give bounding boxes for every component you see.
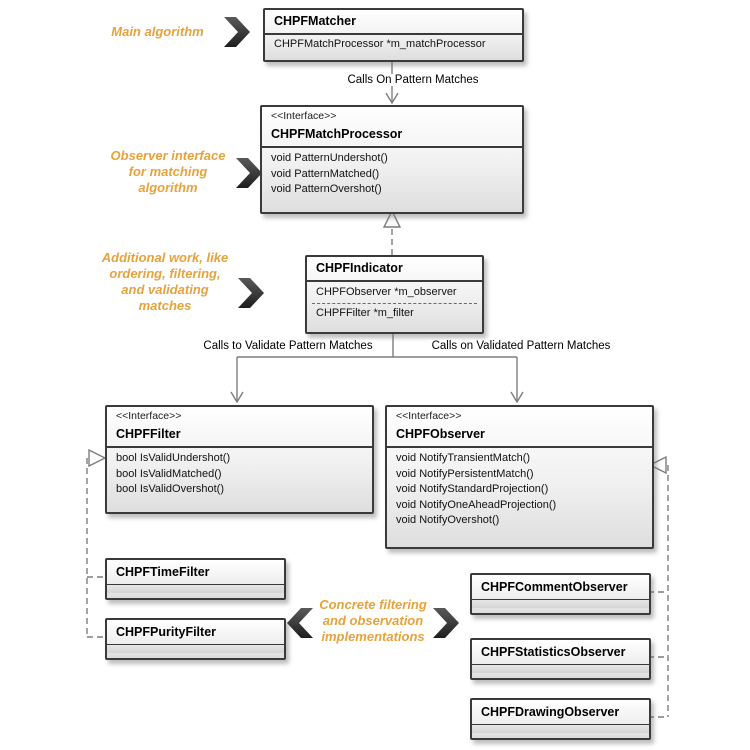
method-row: void NotifyOvershot() xyxy=(396,514,500,526)
class-name: CHPFStatisticsObserver xyxy=(481,645,626,659)
method-row: bool IsValidUndershot() xyxy=(116,452,231,464)
class-name: CHPFDrawingObserver xyxy=(481,705,620,719)
method-row: void NotifyStandardProjection() xyxy=(396,483,549,495)
edge-filters-realize-filter xyxy=(86,448,107,638)
edge-label-calls-to-validate: Calls to Validate Pattern Matches xyxy=(200,340,376,352)
empty-compartment xyxy=(107,584,284,593)
chevron-right-icon xyxy=(236,158,262,188)
stereotype-label: <<Interface>> xyxy=(116,410,182,422)
note-concrete-implementations: Concrete filtering and observation imple… xyxy=(319,597,427,644)
chevron-left-icon xyxy=(287,608,313,638)
class-box-chpfcommentobserver: CHPFCommentObserver xyxy=(470,573,651,615)
edge-observers-realize-observer xyxy=(648,455,669,718)
method-row: void PatternUndershot() xyxy=(271,152,388,164)
empty-compartment xyxy=(107,644,284,653)
class-name: CHPFMatcher xyxy=(274,14,356,28)
note-main-algorithm: Main algorithm xyxy=(111,24,204,39)
member-row: CHPFObserver *m_observer xyxy=(316,286,457,298)
empty-compartment xyxy=(472,664,649,673)
method-row: bool IsValidOvershot() xyxy=(116,483,225,495)
member-divider xyxy=(312,302,477,304)
class-name: CHPFPurityFilter xyxy=(116,625,217,639)
edge-indicator-realizes-processor xyxy=(382,209,402,255)
class-box-chpfpurityfilter: CHPFPurityFilter xyxy=(105,618,286,660)
class-box-chpfstatisticsobserver: CHPFStatisticsObserver xyxy=(470,638,651,680)
method-row: void NotifyOneAheadProjection() xyxy=(396,498,557,511)
edge-indicator-branches xyxy=(230,330,524,404)
class-name: CHPFMatchProcessor xyxy=(271,127,403,141)
stereotype-label: <<Interface>> xyxy=(271,110,337,122)
chevron-right-icon xyxy=(238,278,264,308)
note-additional-work: Additional work, like ordering, filterin… xyxy=(101,250,229,313)
class-box-chpfmatchprocessor: <<Interface>> CHPFMatchProcessor void Pa… xyxy=(260,105,524,214)
empty-compartment xyxy=(472,724,649,733)
method-row: void PatternMatched() xyxy=(271,167,380,180)
edge-label-calls-on-validated: Calls on Validated Pattern Matches xyxy=(428,340,614,352)
class-name: CHPFIndicator xyxy=(316,261,403,275)
class-name: CHPFFilter xyxy=(116,427,181,441)
class-box-chpftimefilter: CHPFTimeFilter xyxy=(105,558,286,600)
class-box-chpfmatcher: CHPFMatcher CHPFMatchProcessor *m_matchP… xyxy=(263,8,524,62)
class-box-chpfindicator: CHPFIndicator CHPFObserver *m_observer C… xyxy=(305,255,484,334)
method-row: void NotifyPersistentMatch() xyxy=(396,467,534,480)
class-box-chpfdrawingobserver: CHPFDrawingObserver xyxy=(470,698,651,740)
note-observer-interface: Observer interface for matching algorith… xyxy=(110,148,226,195)
member-row: CHPFMatchProcessor *m_matchProcessor xyxy=(274,38,486,50)
class-name: CHPFTimeFilter xyxy=(116,565,210,579)
class-box-chpffilter: <<Interface>> CHPFFilter bool IsValidUnd… xyxy=(105,405,374,514)
class-name: CHPFObserver xyxy=(396,427,485,441)
edge-label-calls-on-pattern-matches: Calls On Pattern Matches xyxy=(344,74,482,86)
member-row: CHPFFilter *m_filter xyxy=(316,306,414,319)
method-row: bool IsValidMatched() xyxy=(116,467,222,480)
chevron-right-icon xyxy=(224,17,250,47)
chevron-right-icon xyxy=(433,608,459,638)
stereotype-label: <<Interface>> xyxy=(396,410,462,422)
method-row: void NotifyTransientMatch() xyxy=(396,452,531,464)
empty-compartment xyxy=(472,599,649,608)
method-row: void PatternOvershot() xyxy=(271,183,382,195)
class-box-chpfobserver: <<Interface>> CHPFObserver void NotifyTr… xyxy=(385,405,654,549)
class-name: CHPFCommentObserver xyxy=(481,580,628,594)
